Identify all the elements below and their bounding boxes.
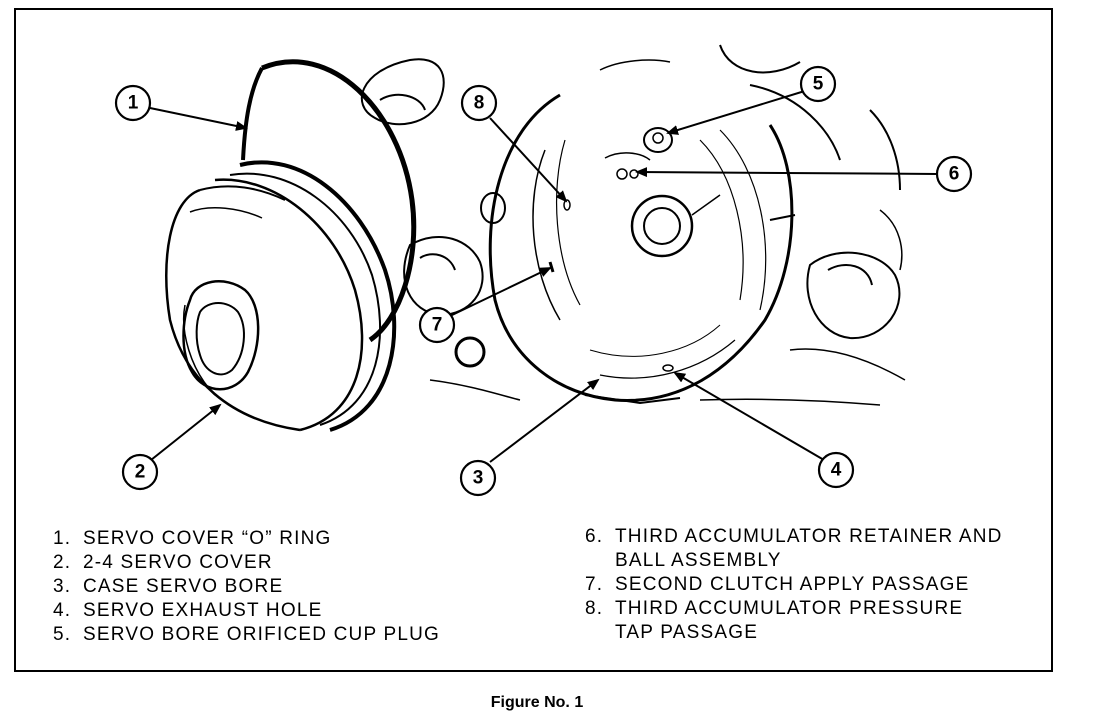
legend-item-text: SERVO EXHAUST HOLE bbox=[83, 600, 323, 621]
leader-7 bbox=[449, 267, 552, 317]
legend-item: 7. SECOND CLUTCH APPLY PASSAGE bbox=[585, 573, 1003, 597]
legend-item-text: THIRD ACCUMULATOR RETAINER AND bbox=[615, 526, 1003, 547]
legend-item-text: SERVO BORE ORIFICED CUP PLUG bbox=[83, 624, 441, 645]
figure-frame bbox=[14, 8, 1053, 672]
callout-label-4: 4 bbox=[831, 460, 842, 481]
legend-left: 1. SERVO COVER “O” RING 2. 2-4 SERVO COVER… bbox=[53, 527, 440, 647]
legend-item-number: 5. bbox=[53, 624, 72, 645]
callout-circle-5 bbox=[799, 65, 837, 103]
legend-item: 1. SERVO COVER “O” RING bbox=[53, 527, 440, 551]
legend-item-number: 6. bbox=[585, 526, 604, 547]
legend-item-text: CASE SERVO BORE bbox=[83, 576, 284, 597]
leader-4 bbox=[673, 371, 825, 461]
callout-circle-6 bbox=[935, 155, 973, 193]
legend-right: 6. THIRD ACCUMULATOR RETAINER AND BALL AS… bbox=[585, 525, 1003, 645]
o-ring bbox=[241, 59, 417, 343]
callout-circle-1 bbox=[114, 84, 152, 122]
legend-item-number bbox=[585, 621, 615, 645]
legend-item-number: 7. bbox=[585, 574, 604, 595]
callout-circle-8 bbox=[460, 84, 498, 122]
leader-3 bbox=[489, 378, 600, 463]
legend-item: 4. SERVO EXHAUST HOLE bbox=[53, 599, 440, 623]
callout-label-3: 3 bbox=[473, 468, 484, 489]
legend-item-text: 2-4 SERVO COVER bbox=[83, 552, 273, 573]
legend-item: 8. THIRD ACCUMULATOR PRESSURE bbox=[585, 597, 1003, 621]
legend-item-text: TAP PASSAGE bbox=[615, 622, 759, 643]
legend-item-number: 2. bbox=[53, 552, 72, 573]
callout-circle-7 bbox=[418, 306, 456, 344]
leader-2 bbox=[150, 403, 222, 461]
legend-item-text: THIRD ACCUMULATOR PRESSURE bbox=[615, 598, 964, 619]
case-background bbox=[360, 44, 906, 406]
legend-item: 3. CASE SERVO BORE bbox=[53, 575, 440, 599]
transmission-servo-illustration: 1 2 3 4 5 6 7 8 bbox=[114, 44, 973, 497]
legend-item-number: 8. bbox=[585, 598, 604, 619]
legend-item: 2. 2-4 SERVO COVER bbox=[53, 551, 440, 575]
legend-item-number: 3. bbox=[53, 576, 72, 597]
callout-label-5: 5 bbox=[813, 74, 824, 95]
callout-label-7: 7 bbox=[432, 315, 443, 336]
callout-label-6: 6 bbox=[949, 164, 960, 185]
callout-label-8: 8 bbox=[474, 93, 485, 114]
legend-item: 6. THIRD ACCUMULATOR RETAINER AND bbox=[585, 525, 1003, 549]
callout-circle-4 bbox=[817, 451, 855, 489]
callout-circle-3 bbox=[459, 459, 497, 497]
callout-label-1: 1 bbox=[128, 93, 139, 114]
leader-5 bbox=[666, 89, 809, 135]
legend-item-number bbox=[585, 549, 615, 573]
leader-lines bbox=[149, 89, 939, 463]
callout-circles bbox=[114, 65, 973, 497]
figure-caption: Figure No. 1 bbox=[0, 694, 1104, 712]
legend-item: 5. SERVO BORE ORIFICED CUP PLUG bbox=[53, 623, 440, 647]
legend-item-number: 4. bbox=[53, 600, 72, 621]
leader-8 bbox=[489, 117, 568, 203]
case-servo-bore bbox=[488, 93, 796, 405]
callout-circle-2 bbox=[121, 453, 159, 491]
figure-caption-text: Figure No. 1 bbox=[490, 694, 584, 711]
callout-label-2: 2 bbox=[135, 462, 146, 483]
legend-item-number: 1. bbox=[53, 528, 72, 549]
servo-cover bbox=[165, 160, 397, 432]
legend-item-text: BALL ASSEMBLY bbox=[615, 550, 782, 571]
legend-item: BALL ASSEMBLY bbox=[585, 549, 1003, 573]
leader-1 bbox=[149, 107, 248, 131]
leader-6 bbox=[635, 167, 939, 178]
legend-item: TAP PASSAGE bbox=[585, 621, 1003, 645]
legend-item-text: SERVO COVER “O” RING bbox=[83, 528, 332, 549]
legend-item-text: SECOND CLUTCH APPLY PASSAGE bbox=[615, 574, 970, 595]
